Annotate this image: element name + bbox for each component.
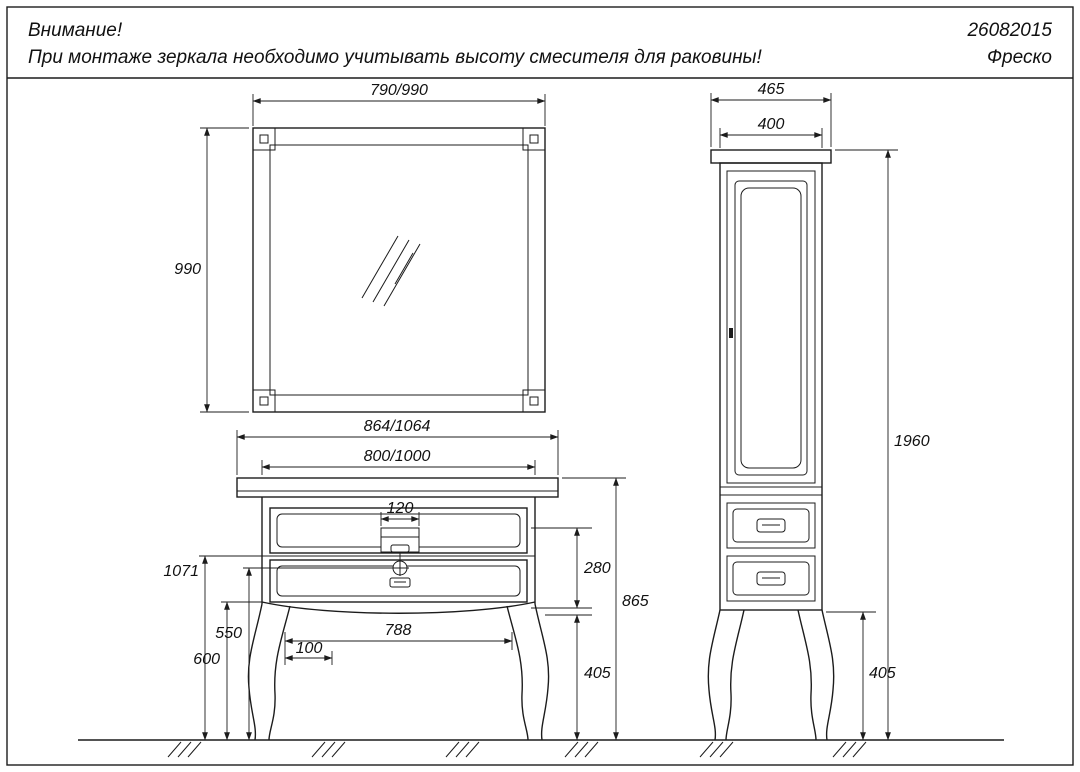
mirror-drawing: 790/990 990 [174,82,546,413]
mirror-reflection-hatch [361,235,421,307]
floor [78,739,1004,758]
mirror-corner-bl [252,389,276,413]
vanity-leg-right-outer [534,603,550,741]
cabinet-leg-left-outer [707,609,721,741]
cabinet-drawer-1-handle [756,518,786,533]
dim-mirror-width-label: 790/990 [370,82,428,99]
dim-legs-span-label: 788 [385,622,412,639]
vanity-drawing: 864/1064 800/1000 120 1071 600 550 788 1… [163,418,649,741]
dim-cabinet-leg-height-label: 405 [869,665,896,682]
cabinet-drawer-2-handle [756,571,786,586]
mirror-corner-tr [522,127,546,151]
page-frame [6,6,1074,766]
dim-600-label: 600 [193,651,220,668]
cabinet-drawer-2-panel [732,561,810,596]
doc-number: 26082015 [966,20,1052,41]
vanity-drawer-bottom [269,559,528,603]
sink-drain-box [380,527,420,553]
mirror-corner-inset-tl [259,134,269,144]
vanity-apron-curve [261,601,536,614]
vanity-drawer-top [269,507,528,554]
cabinet-body [719,162,823,611]
cabinet-drawer-1-panel [732,508,810,543]
mirror-corner-br [522,389,546,413]
dim-550-label: 550 [215,625,242,642]
vanity-leg-left-inner [268,605,291,741]
mirror-corner-tl [252,127,276,151]
mirror-corner-inset-bl [259,396,269,406]
dim-drawers-height-label: 280 [583,560,611,577]
dim-total-height-label: 1071 [163,563,199,580]
vanity-countertop [236,477,559,498]
dim-cabinet-height-label: 1960 [894,433,930,450]
mirror-inner-frame [269,144,529,396]
mirror-corner-inset-br [529,396,539,406]
cabinet-door-frame [734,180,808,476]
dim-100-label: 100 [296,640,323,657]
cabinet-leg-right-outer [821,609,835,741]
dim-drain-width-label: 120 [387,500,414,517]
cabinet-leg-left-inner [725,609,745,741]
attention-title: Внимание! [28,20,123,41]
cabinet-drawing: 465 400 1960 405 [707,81,930,741]
dim-vanity-leg-height-label: 405 [584,665,611,682]
cabinet-door-handle [729,328,733,338]
drawer-top-handle [390,544,410,553]
floor-hatch [167,741,867,758]
cabinet-drawer-2 [726,555,816,602]
mirror-outer-frame [252,127,546,413]
cabinet-door-panel [740,187,802,469]
dim-cabinet-depth-label: 465 [758,81,785,98]
vanity-leg-right-inner [506,605,529,741]
cabinet-leg-right-inner [797,609,817,741]
vanity-leg-left-outer [247,603,263,741]
header: Внимание! При монтаже зеркала необходимо… [28,20,1052,68]
dim-countertop-height-label: 865 [622,593,649,610]
mirror-corner-inset-tr [529,134,539,144]
cabinet-drawer-1 [726,502,816,549]
dim-mirror-height-label: 990 [174,261,201,278]
dim-cabinet-width-label: 400 [758,116,785,133]
dim-vanity-top-width-label: 864/1064 [364,418,431,435]
dim-vanity-body-width-label: 800/1000 [364,448,431,465]
attention-text: При монтаже зеркала необходимо учитывать… [28,47,763,68]
sheet-border [6,6,1074,766]
model-name: Фреско [987,47,1052,68]
drawer-bottom-handle [389,577,411,588]
cabinet-door [726,170,816,484]
cabinet-top-slab [710,149,832,164]
